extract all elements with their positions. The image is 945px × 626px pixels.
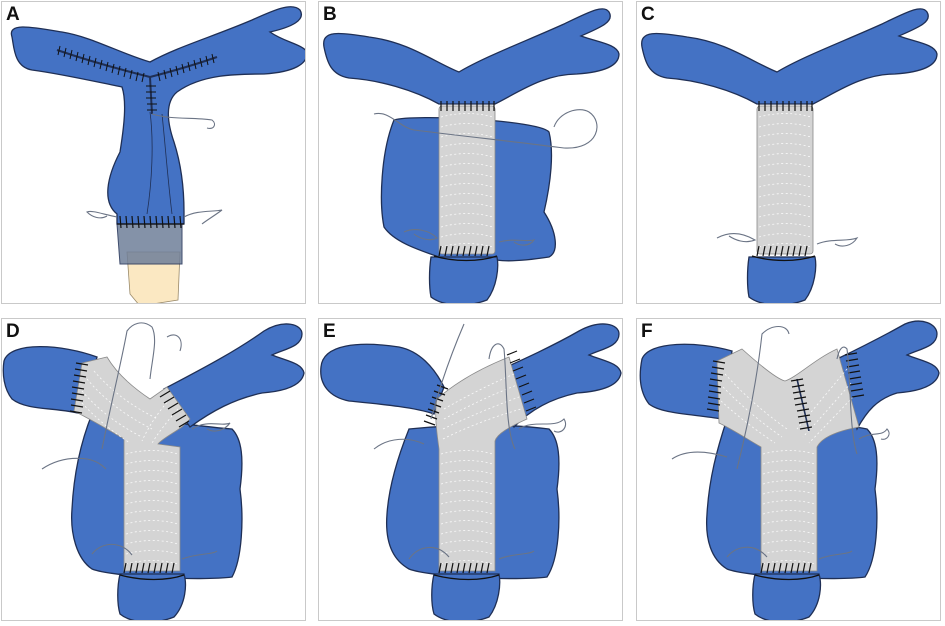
aortic-stump — [431, 573, 501, 620]
panel-e: E — [318, 318, 623, 621]
right-branch-stitches — [844, 352, 865, 398]
aortic-stump — [752, 573, 822, 620]
tube-graft — [438, 105, 496, 255]
distal-anastomosis-stitches — [758, 101, 813, 111]
panel-b: B — [318, 1, 623, 304]
panel-label-d: D — [6, 321, 20, 342]
bifurcated-graft — [435, 356, 528, 572]
y-suture-line — [56, 45, 218, 115]
graft-crimps — [720, 368, 854, 565]
native-right-branch — [163, 323, 305, 428]
native-left-branch — [2, 346, 98, 415]
bifurcated-graft — [73, 356, 191, 572]
graft-overlay — [116, 223, 183, 265]
proximal-anastomosis-stitches — [751, 245, 816, 262]
proximal-anastomosis-stitches — [754, 562, 820, 581]
graft-crimps — [440, 373, 522, 565]
double-bifurcated-graft — [716, 348, 860, 572]
aortic-stump — [117, 573, 187, 620]
panel-e-drawing — [320, 323, 622, 620]
aortic-stump — [428, 256, 499, 303]
right-branch-stitches — [506, 350, 537, 412]
aortic-stump — [746, 256, 817, 303]
native-left-branch — [639, 343, 733, 420]
native-left-branch — [320, 343, 445, 415]
proximal-anastomosis-stitches — [119, 562, 185, 581]
graft-to-graft-stitches — [790, 378, 813, 432]
left-branch-stitches — [706, 360, 726, 412]
proximal-anastomosis-stitches — [117, 215, 184, 229]
panel-label-e: E — [323, 321, 336, 342]
panel-a-drawing — [10, 6, 305, 303]
panel-f: F — [636, 318, 941, 621]
tube-graft — [756, 105, 814, 255]
panel-label-f: F — [641, 321, 653, 342]
panel-a: A — [1, 1, 306, 304]
left-branch-stitches — [423, 384, 449, 426]
panel-d-drawing — [2, 322, 305, 620]
native-aortic-arch — [641, 8, 938, 105]
proximal-anastomosis-stitches — [433, 245, 498, 262]
left-branch-stitches — [69, 362, 89, 414]
panel-c: C — [636, 1, 941, 304]
panel-b-drawing — [323, 8, 620, 303]
panel-f-drawing — [639, 320, 940, 620]
native-aortic-arch — [323, 8, 620, 105]
panel-c-drawing — [641, 8, 938, 303]
right-branch-stitches — [159, 390, 190, 428]
proximal-anastomosis-stitches — [433, 562, 500, 581]
panel-label-a: A — [6, 4, 20, 25]
panel-label-b: B — [323, 4, 337, 25]
panel-label-c: C — [641, 4, 655, 25]
native-right-branch — [836, 320, 940, 431]
distal-anastomosis-stitches — [440, 101, 495, 111]
panel-d: D — [1, 318, 306, 621]
